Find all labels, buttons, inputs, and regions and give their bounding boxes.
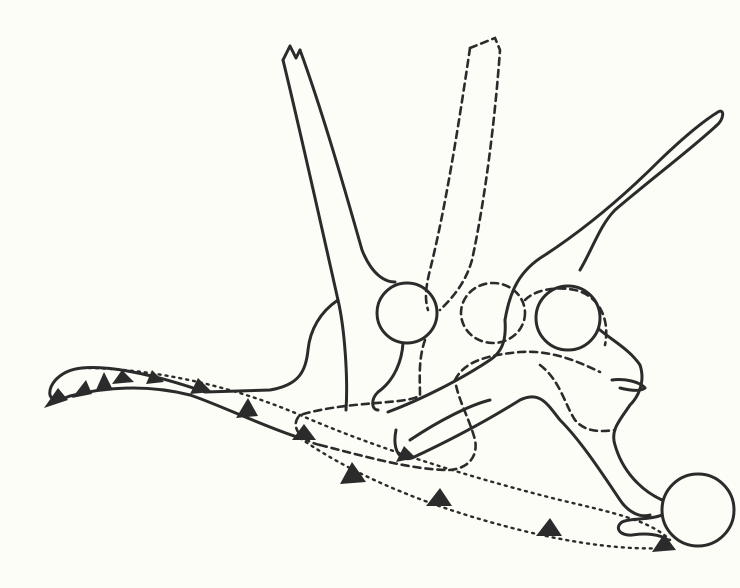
arrow-marker — [426, 488, 452, 506]
arrow-marker — [536, 518, 562, 536]
solid-head-middle — [536, 286, 600, 350]
dashed-head-left — [461, 283, 525, 343]
trajectory-markers — [44, 370, 676, 552]
solid-right-limb — [373, 111, 723, 516]
solid-middle-body — [600, 330, 662, 500]
arrow-marker — [96, 372, 112, 390]
arrow-marker — [72, 380, 92, 398]
dashed-lower-body — [296, 288, 615, 470]
arrow-marker — [236, 398, 258, 418]
solid-head-lower-right — [618, 474, 734, 546]
dashed-upper-limb — [426, 38, 500, 310]
arrow-marker — [292, 424, 316, 440]
solid-head-left — [377, 283, 437, 343]
arrow-marker — [44, 388, 68, 408]
solid-left-limb — [205, 46, 395, 410]
